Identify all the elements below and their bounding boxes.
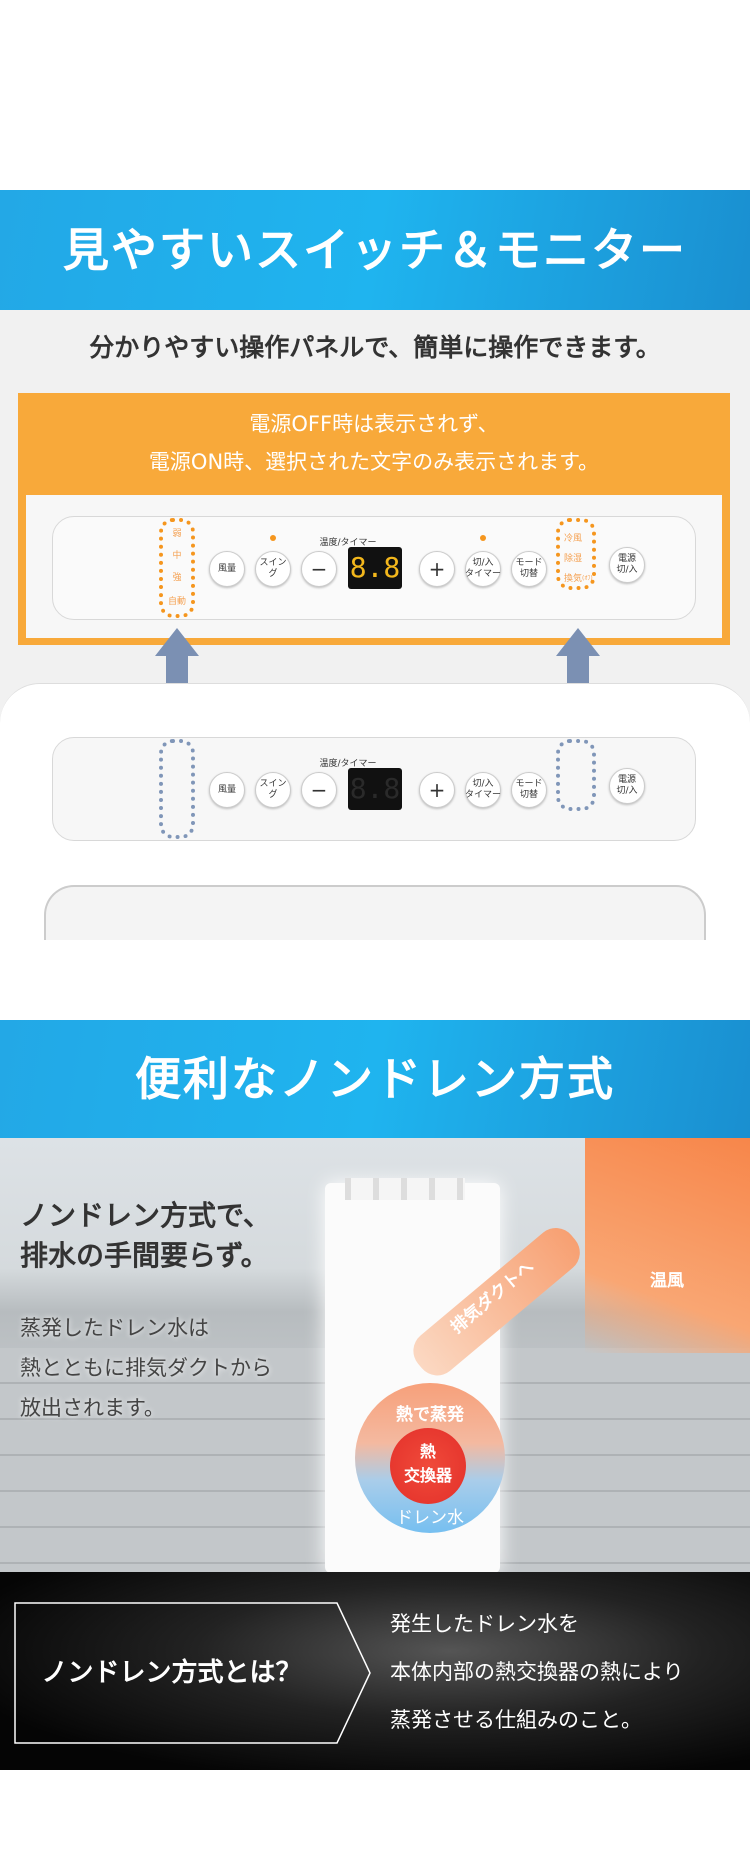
mode-button[interactable]: モード 切替 [511, 772, 547, 808]
fan-level-mid: 中 [172, 551, 182, 561]
mode-outline [556, 739, 596, 811]
section-title-non-drain: 便利なノンドレン方式 [0, 1020, 750, 1138]
body-line: 放出されます。 [20, 1396, 165, 1420]
timer-button[interactable]: 切/入 タイマー [465, 772, 501, 808]
mode-button[interactable]: モード 切替 [511, 551, 547, 587]
question-box [14, 1602, 371, 1744]
exchanger-label: 交換器 [403, 1466, 452, 1485]
swing-button[interactable]: スイング [255, 551, 291, 587]
fan-level-auto: 自動 [167, 597, 186, 607]
evaporate-label: 熱で蒸発 [396, 1405, 464, 1425]
section-title-switch-monitor: 見やすいスイッチ＆モニター [0, 190, 750, 310]
fan-level-highlight [159, 518, 195, 618]
body-text: 蒸発したドレン水は熱とともに排気ダクトから放出されます。 [20, 1308, 272, 1428]
swing-led [270, 535, 276, 541]
product-photo: 温風 排気ダクトへ 熱で蒸発 熱交換器 ドレン水 ノンドレン方式で、排水の手間要… [0, 1138, 750, 1573]
timer-button[interactable]: 切/入 タイマー [465, 551, 501, 587]
vent-louvers [345, 1178, 465, 1200]
spacer [0, 940, 750, 1020]
drain-water-label: ドレン水 [396, 1508, 464, 1528]
power-button[interactable]: 電源 切/入 [609, 768, 645, 804]
answer-line: 蒸発させる仕組みのこと。 [390, 1708, 642, 1732]
warm-air-label: 温風 [650, 1271, 684, 1291]
led-display-off: 8.8 [348, 768, 402, 810]
note-line: 電源OFF時は表示されず、 [249, 412, 499, 436]
note-line: 電源ON時、選択された文字のみ表示されます。 [148, 450, 600, 474]
fan-level-weak: 弱 [172, 529, 182, 539]
display-label: 温度/タイマー [319, 538, 377, 548]
mode-highlight [556, 518, 596, 590]
plus-button[interactable]: + [419, 551, 455, 587]
fan-button[interactable]: 風量 [209, 772, 245, 808]
definition-strip: ノンドレン方式とは？ 発生したドレン水を本体内部の熱交換器の熱により蒸発させる仕… [0, 1572, 750, 1770]
answer-line: 発生したドレン水を [390, 1612, 579, 1636]
display-label: 温度/タイマー [319, 759, 377, 769]
mode-ventilate-sub: (ｵﾌ) [582, 575, 593, 582]
display-note: 電源OFF時は表示されず、 電源ON時、選択された文字のみ表示されます。 [18, 405, 730, 481]
led-display: 8.8 [348, 547, 402, 589]
body-line: 蒸発したドレン水は [20, 1316, 209, 1340]
body-line: 熱とともに排気ダクトから [20, 1356, 272, 1380]
headline: ノンドレン方式で、排水の手間要らず。 [20, 1196, 271, 1276]
headline-line: ノンドレン方式で、 [20, 1199, 271, 1232]
mode-ventilate: 換気 [563, 574, 582, 584]
minus-button[interactable]: − [301, 772, 337, 808]
control-panel-on: 弱 中 強 自動 風量 スイング − 温度/タイマー 8.8 + 切/入 タイマ… [52, 516, 696, 620]
power-button[interactable]: 電源 切/入 [609, 547, 645, 583]
section-subtitle: 分かりやすい操作パネルで、簡単に操作できます。 [89, 333, 661, 362]
headline-line: 排水の手間要らず。 [20, 1239, 269, 1272]
heat-exchanger: 熱交換器 [390, 1428, 466, 1504]
plus-button[interactable]: + [419, 772, 455, 808]
timer-led [480, 535, 486, 541]
control-panel-off: 風量 スイング − 温度/タイマー 8.8 + 切/入 タイマー モード 切替 … [52, 737, 696, 841]
answer-line: 本体内部の熱交換器の熱により [390, 1660, 684, 1684]
exchanger-label: 熱 [419, 1442, 436, 1461]
fan-button[interactable]: 風量 [209, 551, 245, 587]
fan-level-strong: 強 [172, 573, 182, 583]
question-text: ノンドレン方式とは？ [41, 1658, 302, 1688]
mode-cool: 冷風 [563, 534, 582, 544]
fan-level-outline [159, 739, 195, 839]
mode-dehumidify: 除湿 [563, 554, 582, 564]
swing-button[interactable]: スイング [255, 772, 291, 808]
warm-air-plume [585, 1138, 750, 1353]
minus-button[interactable]: − [301, 551, 337, 587]
answer-text: 発生したドレン水を本体内部の熱交換器の熱により蒸発させる仕組みのこと。 [390, 1600, 684, 1744]
appliance-body-edge [44, 885, 706, 945]
